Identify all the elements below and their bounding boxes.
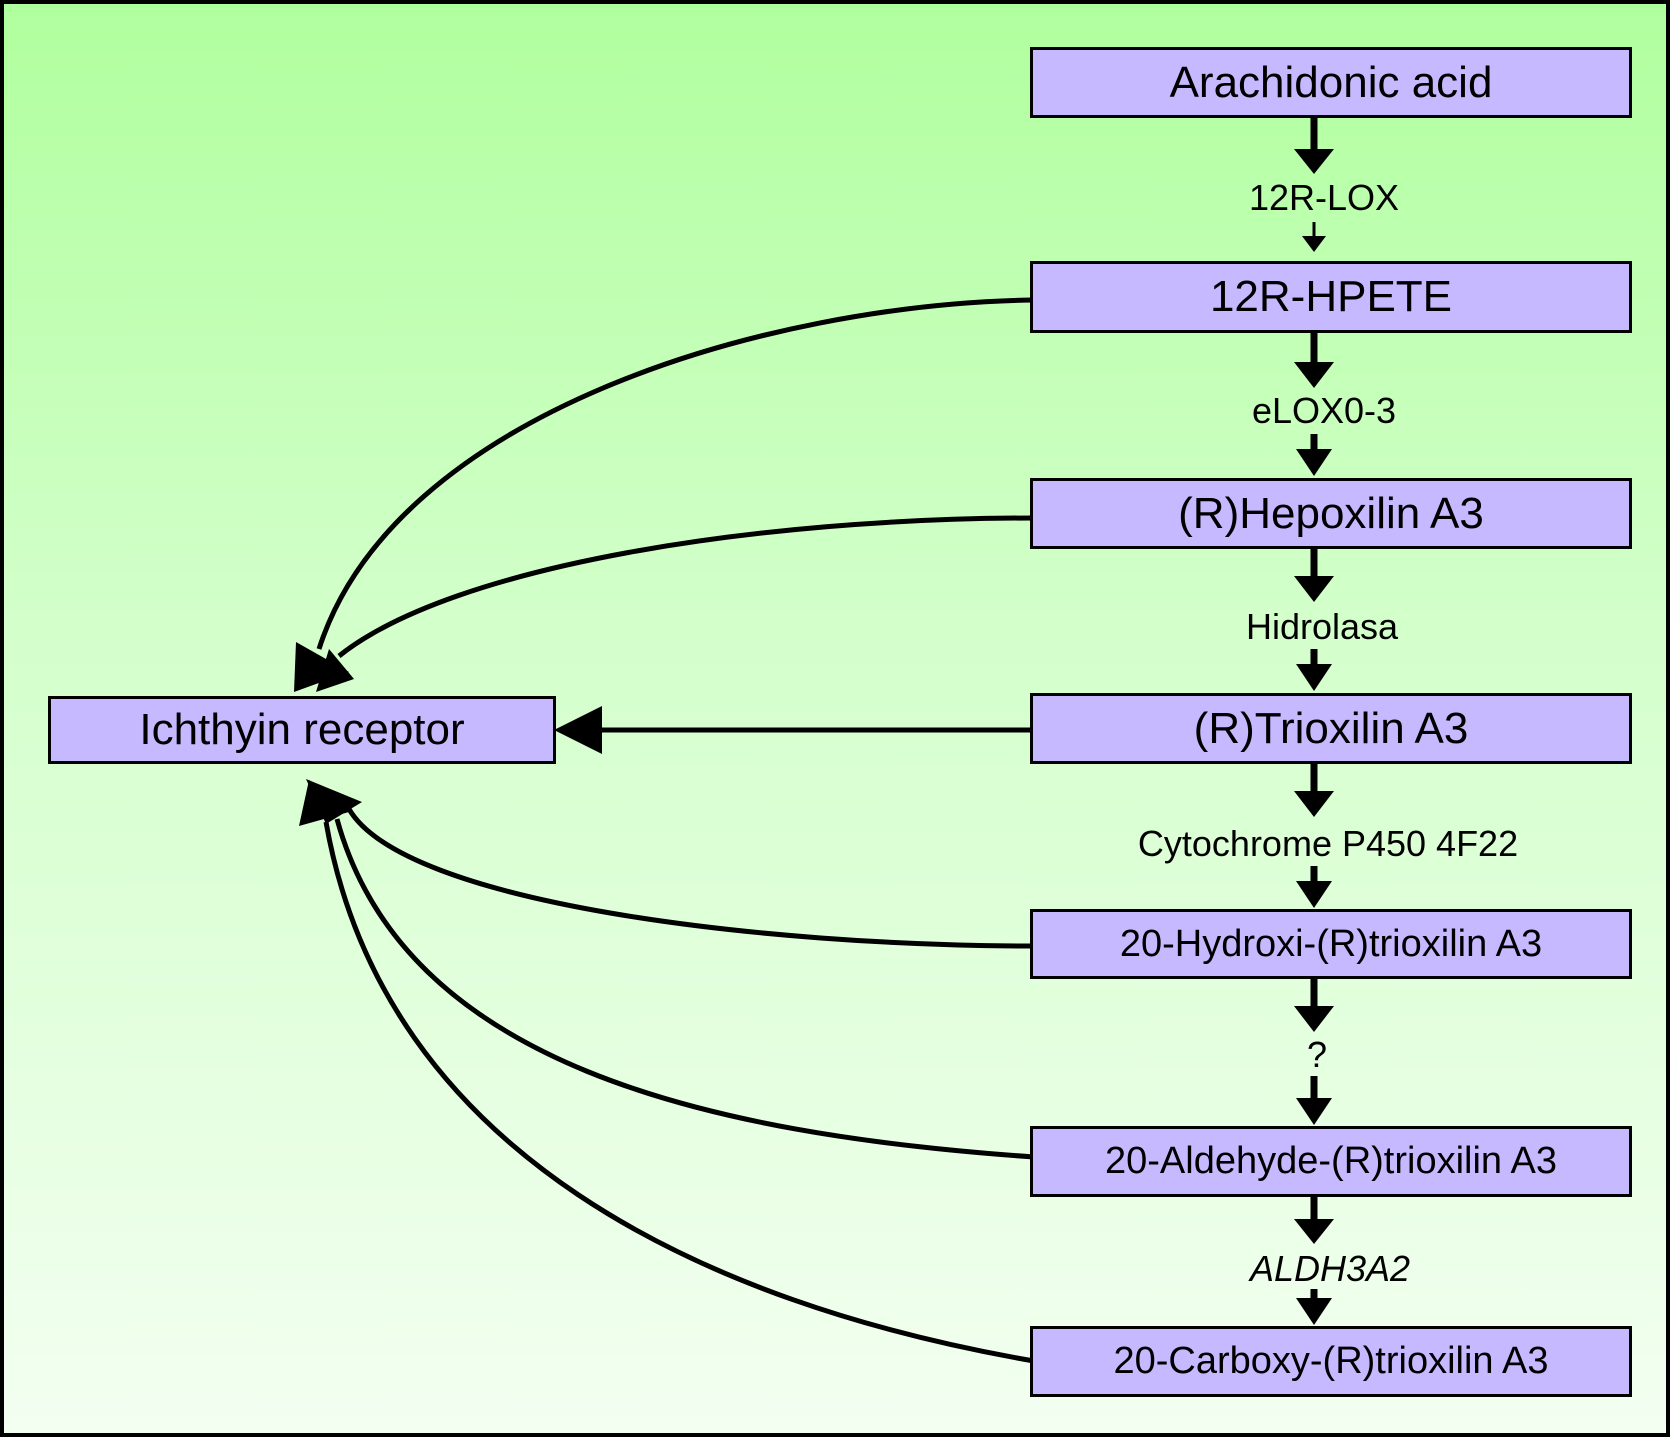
node-arachidonic-acid-label: Arachidonic acid [1169,57,1493,107]
enzyme-hidrolasa: Hidrolasa [1245,606,1399,647]
curve-aldehyde-to-receptor [334,818,1035,1160]
arrow-hydroxi-to-q-head [1294,1006,1334,1032]
node-ichthyin-receptor: Ichthyin receptor [48,696,556,764]
curve-hpete-to-receptor [316,297,1035,650]
edges-layer [294,118,1334,1364]
curve-hydroxi-to-receptor [346,807,1035,949]
head-hpete [294,642,349,692]
arrow-hidro-to-triox-head [1296,664,1332,691]
arrow-hpete-to-elox-head [1294,362,1334,388]
arrow-aldehyde-to-aldh-head [1294,1219,1334,1244]
enzyme-cytochrome-p450: Cytochrome P450 4F22 [1137,823,1519,864]
head-triox [554,706,602,754]
arrow-aldh-to-carboxy-head [1296,1298,1332,1325]
node-carboxy-trioxilin: 20-Carboxy-(R)trioxilin A3 [1030,1326,1632,1397]
arrow-triox-to-cyp-head [1294,791,1334,817]
head-cluster [299,780,349,826]
node-ichthyin-receptor-label: Ichthyin receptor [139,705,465,754]
enzyme-elox3: eLOX0-3 [1251,390,1397,431]
arrow-lox-to-hpete-head [1302,236,1326,252]
node-aldehyde-trioxilin: 20-Aldehyde-(R)trioxilin A3 [1030,1126,1632,1197]
pathway-arrows [1294,118,1334,1325]
node-12r-hpete: 12R-HPETE [1030,261,1632,333]
node-12r-hpete-label: 12R-HPETE [1209,272,1453,321]
enzyme-unknown: ? [1306,1034,1328,1075]
arrow-aa-to-lox-head [1294,149,1334,174]
enzyme-12r-lox: 12R-LOX [1248,177,1400,218]
arrow-elox-to-hepox-head [1296,449,1332,476]
node-carboxy-trioxilin-label: 20-Carboxy-(R)trioxilin A3 [1113,1340,1549,1382]
node-aldehyde-trioxilin-label: 20-Aldehyde-(R)trioxilin A3 [1105,1140,1557,1182]
node-hepoxilin: (R)Hepoxilin A3 [1030,478,1632,549]
curve-carboxy-to-receptor [323,821,1035,1364]
arrow-hepox-to-hidro-head [1294,576,1334,602]
node-trioxilin: (R)Trioxilin A3 [1030,693,1632,764]
receptor-arrowheads [294,642,602,826]
node-hepoxilin-label: (R)Hepoxilin A3 [1178,488,1484,538]
node-hydroxi-trioxilin: 20-Hydroxi-(R)trioxilin A3 [1030,909,1632,979]
enzyme-aldh3a2: ALDH3A2 [1249,1248,1411,1289]
node-trioxilin-label: (R)Trioxilin A3 [1193,703,1469,753]
arrow-q-to-aldehyde-head [1296,1098,1332,1125]
node-hydroxi-trioxilin-label: 20-Hydroxi-(R)trioxilin A3 [1119,922,1543,965]
arrow-cyp-to-hydroxi-head [1296,881,1332,908]
node-arachidonic-acid: Arachidonic acid [1030,47,1632,118]
head-hepox [316,649,354,692]
receptor-arrows [316,297,1035,1364]
curve-hepox-to-receptor [337,515,1035,658]
